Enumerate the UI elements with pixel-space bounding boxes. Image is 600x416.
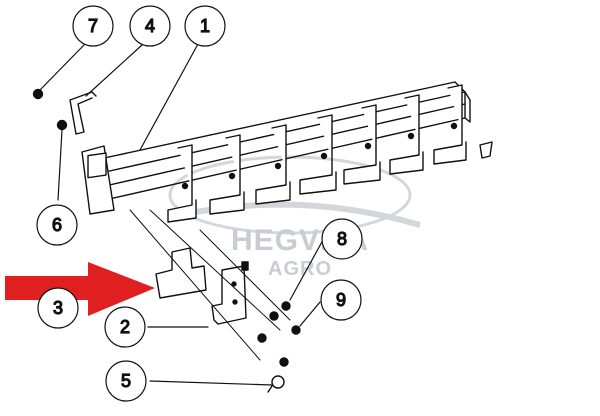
- callout-1-label: 1: [200, 16, 210, 36]
- callout-3: 3: [37, 287, 79, 329]
- callout-1: 1: [184, 5, 226, 47]
- clamp-plate: [155, 247, 207, 299]
- tine: [209, 134, 245, 215]
- tine: [255, 124, 291, 205]
- washer-9: [291, 325, 301, 335]
- callout-9-label: 9: [336, 290, 346, 310]
- beam-end-cap: [479, 141, 493, 159]
- callout-3-label: 3: [53, 298, 63, 318]
- callout-8: 8: [321, 218, 363, 260]
- tine-row: [167, 84, 493, 223]
- callout-5-label: 5: [121, 371, 131, 391]
- washer-9b: [257, 333, 267, 343]
- tine: [299, 114, 337, 195]
- assembly-lines: [129, 209, 291, 361]
- tine: [389, 94, 424, 175]
- ring-pin: [267, 375, 285, 393]
- bolt-end: [279, 357, 289, 367]
- callout-7-label: 7: [88, 16, 98, 36]
- callout-4-label: 4: [145, 16, 155, 36]
- washer-6: [56, 119, 68, 131]
- nut-8b: [269, 311, 279, 321]
- leader-lines: [39, 43, 324, 386]
- callout-9: 9: [320, 279, 362, 321]
- callout-2: 2: [104, 306, 146, 348]
- callout-6-label: 6: [52, 215, 62, 235]
- tine: [167, 144, 197, 223]
- callout-7: 7: [72, 5, 114, 47]
- nut-7: [32, 88, 44, 100]
- red-arrow: [5, 262, 155, 316]
- callout-5: 5: [105, 360, 147, 402]
- watermark-logo: HEGVITA AGRO: [168, 155, 421, 280]
- tine: [343, 104, 381, 185]
- callout-4: 4: [129, 5, 171, 47]
- watermark-sub: AGRO: [268, 258, 332, 280]
- u-bolt: [69, 91, 97, 135]
- callout-6: 6: [36, 204, 78, 246]
- nut-8a: [281, 301, 291, 311]
- watermark-swoosh: [168, 155, 412, 235]
- callout-8-label: 8: [337, 229, 347, 249]
- tine: [433, 84, 467, 165]
- callout-2-label: 2: [120, 317, 130, 337]
- mounting-bracket: [211, 261, 249, 325]
